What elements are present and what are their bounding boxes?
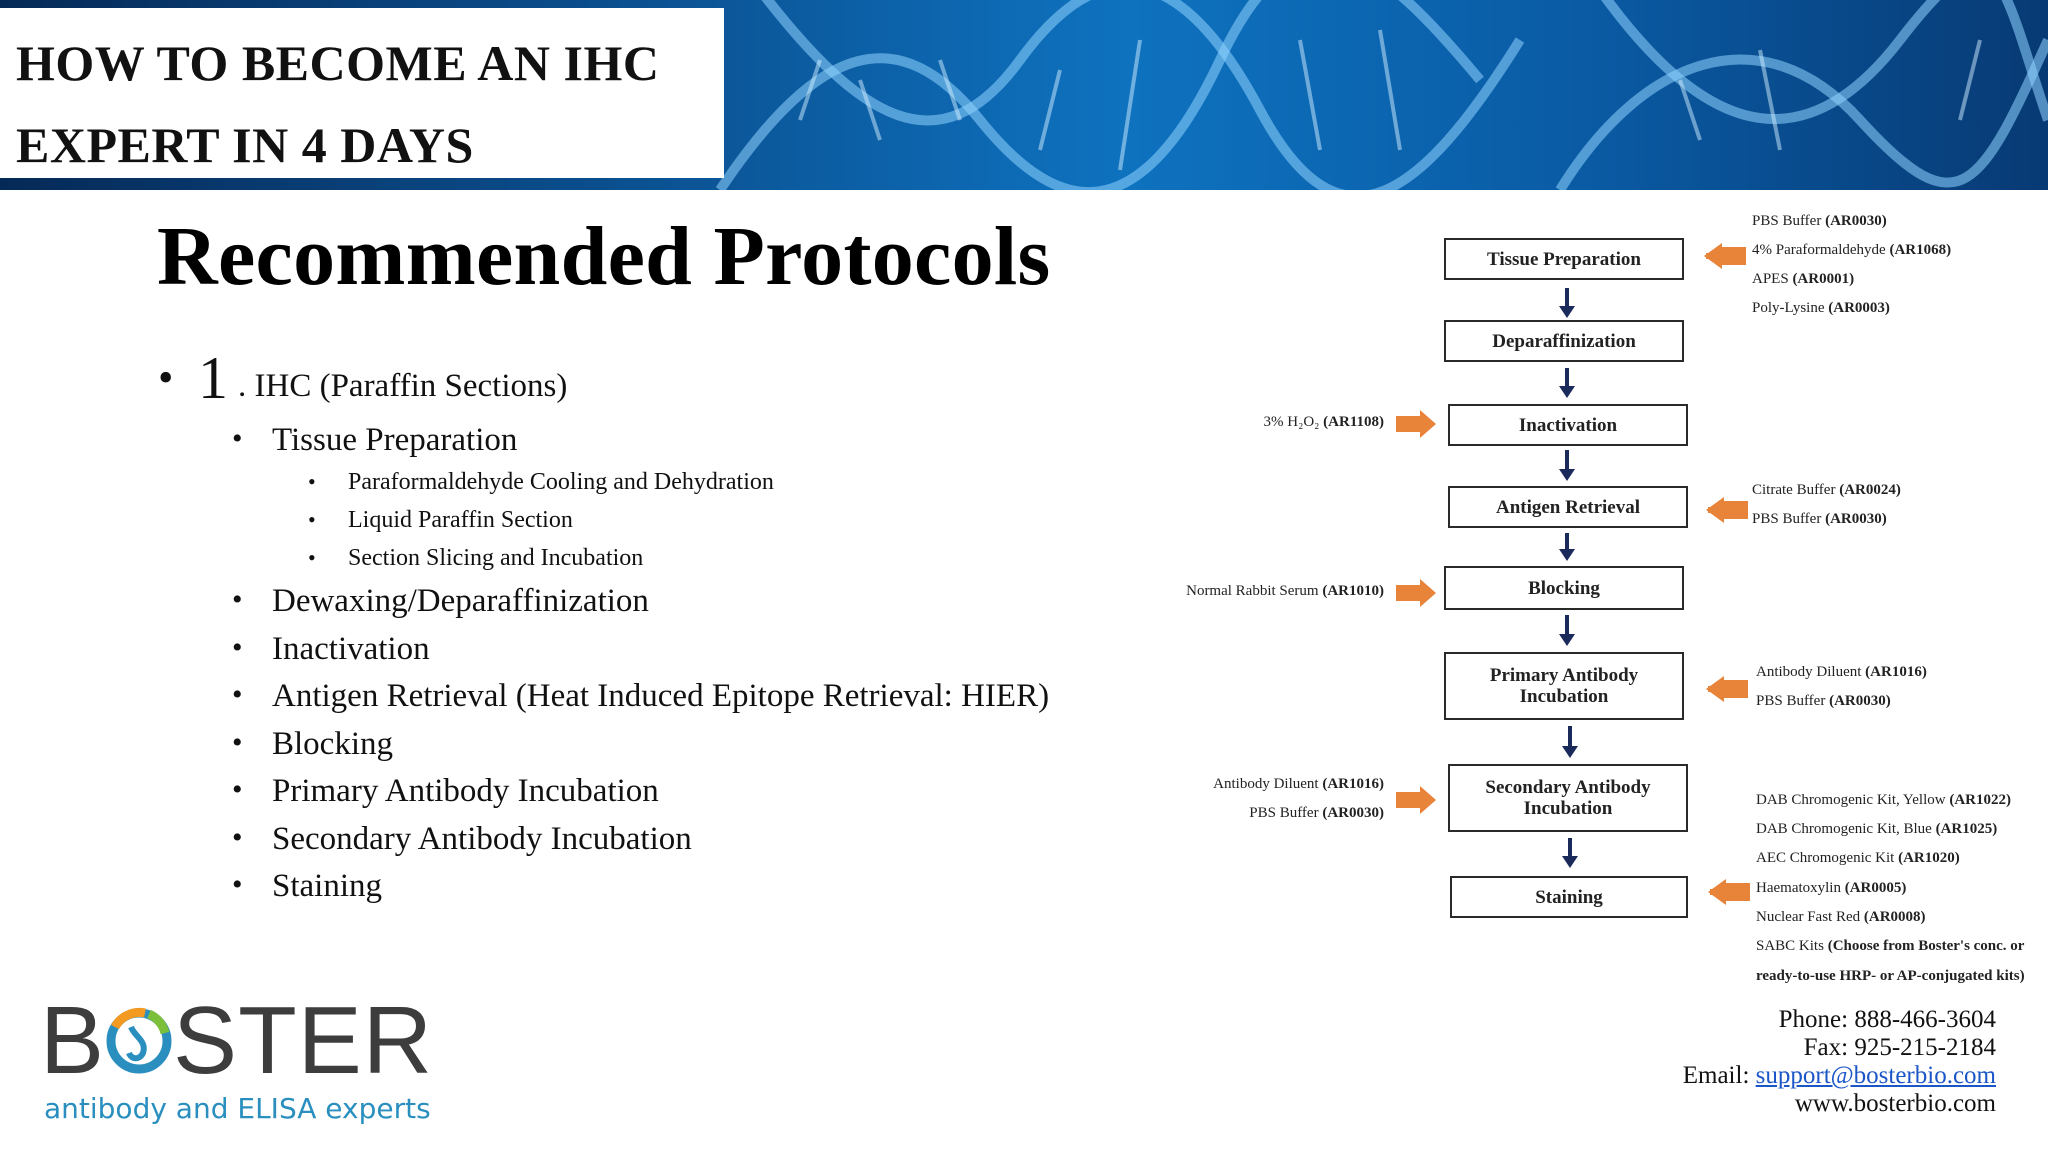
title-box: HOW TO BECOME AN IHC EXPERT IN 4 DAYS <box>0 8 724 178</box>
logo-letter-b: B <box>40 987 106 1094</box>
outline-item-label: Antigen Retrieval (Heat Induced Epitope … <box>272 678 1050 714</box>
bullet: • <box>232 726 243 759</box>
outline-item-label: Tissue Preparation <box>272 422 518 458</box>
flow-step-primary-antibody: Primary Antibody Incubation <box>1444 652 1684 720</box>
contact-fax: Fax: 925-215-2184 <box>1803 1034 1996 1061</box>
reagent-label: PBS Buffer (AR0030) <box>1249 805 1384 821</box>
banner-title-line-2: EXPERT IN 4 DAYS <box>16 117 474 173</box>
flow-step-staining: Staining <box>1450 876 1688 918</box>
reagent-label: Antibody Diluent (AR1016) <box>1756 664 1927 680</box>
reagent-label: DAB Chromogenic Kit, Yellow (AR1022) <box>1756 792 2011 808</box>
bullet: • <box>308 507 316 532</box>
flow-arrow-down-head <box>1559 634 1575 646</box>
flow-arrow-side <box>1396 410 1436 438</box>
outline-item-label: Blocking <box>272 726 393 762</box>
logo-letters-ster: STER <box>173 987 434 1094</box>
flow-arrow-down-head <box>1562 746 1578 758</box>
outline-item-label: Staining <box>272 868 383 904</box>
reagent-label: ready-to-use HRP- or AP-conjugated kits) <box>1756 968 2025 984</box>
flow-step-tissue-preparation: Tissue Preparation <box>1444 238 1684 280</box>
logo-wordmark: B STER <box>40 986 433 1096</box>
contact-email-label: Email: <box>1682 1062 1756 1089</box>
bullet: • <box>232 583 243 616</box>
contact-website: www.bosterbio.com <box>1794 1090 1996 1117</box>
reagent-label: Citrate Buffer (AR0024) <box>1752 482 1901 498</box>
slide-heading: Recommended Protocols <box>157 210 1051 303</box>
bullet: • <box>232 422 243 455</box>
outline-item-label: Secondary Antibody Incubation <box>272 821 692 857</box>
bullet: • <box>232 678 243 711</box>
flow-arrow-side <box>1396 786 1436 814</box>
reagent-label: PBS Buffer (AR0030) <box>1752 511 1887 527</box>
flow-arrow-side <box>1396 579 1436 607</box>
reagent-label: Haematoxylin (AR0005) <box>1756 880 1907 896</box>
bullet: • <box>232 868 243 901</box>
flow-arrow-down-head <box>1559 386 1575 398</box>
reagent-label: Antibody Diluent (AR1016) <box>1213 776 1384 792</box>
bullet: • <box>232 773 243 806</box>
flow-arrow-side <box>1708 879 1750 905</box>
reagent-label: PBS Buffer (AR0030) <box>1752 213 1887 229</box>
contact-email-link[interactable]: support@bosterbio.com <box>1755 1062 1996 1089</box>
flow-arrow-side <box>1706 676 1748 702</box>
logo-ring-icon <box>106 1008 172 1074</box>
flow-arrow-down-head <box>1559 306 1575 318</box>
reagent-label: AEC Chromogenic Kit (AR1020) <box>1756 850 1960 866</box>
flow-step-blocking: Blocking <box>1444 566 1684 610</box>
outline-item-label: Dewaxing/Deparaffinization <box>272 583 649 619</box>
flow-arrow-side <box>1704 243 1746 269</box>
contact-phone: Phone: 888-466-3604 <box>1778 1006 1996 1033</box>
reagent-label: 3% H₂O₂ (AR1108) <box>1263 414 1384 430</box>
bullet: • <box>232 631 243 664</box>
header-banner: HOW TO BECOME AN IHC EXPERT IN 4 DAYS <box>0 0 2048 190</box>
reagent-label: 4% Paraformaldehyde (AR1068) <box>1752 242 1952 258</box>
flow-step-secondary-antibody: Secondary Antibody Incubation <box>1448 764 1688 832</box>
bullet: • <box>308 545 316 570</box>
flow-step-inactivation: Inactivation <box>1448 404 1688 446</box>
logo-tagline: antibody and ELISA experts <box>44 1092 431 1125</box>
reagent-label: PBS Buffer (AR0030) <box>1756 693 1891 709</box>
bullet: • <box>308 469 316 494</box>
flow-step-antigen-retrieval: Antigen Retrieval <box>1448 486 1688 528</box>
bullet: • <box>158 353 174 402</box>
boster-logo: B STER antibody and ELISA experts <box>40 986 440 1126</box>
banner-title-line-1: HOW TO BECOME AN IHC <box>16 35 660 91</box>
section-title: . IHC (Paraffin Sections) <box>238 368 568 404</box>
flow-arrow-side <box>1706 497 1748 523</box>
reagent-label: Nuclear Fast Red (AR0008) <box>1756 909 1926 925</box>
reagent-label: SABC Kits (Choose from Boster's conc. or <box>1756 938 2025 954</box>
flow-step-deparaffinization: Deparaffinization <box>1444 320 1684 362</box>
reagent-label: DAB Chromogenic Kit, Blue (AR1025) <box>1756 821 1998 837</box>
outline-item-label: Primary Antibody Incubation <box>272 773 659 809</box>
dna-helix-graphic <box>715 0 2048 190</box>
contact-email-row: Email: support@bosterbio.com <box>1683 1062 1996 1090</box>
reagent-label: Normal Rabbit Serum (AR1010) <box>1186 583 1384 599</box>
reagent-label: APES (AR0001) <box>1752 271 1855 287</box>
outline-item-label: Inactivation <box>272 631 430 667</box>
flow-arrow-down-head <box>1559 469 1575 481</box>
outline-subitem-label: Liquid Paraffin Section <box>348 507 573 533</box>
bullet: • <box>232 821 243 854</box>
reagent-label: Poly-Lysine (AR0003) <box>1752 300 1890 316</box>
section-number: 1 <box>198 345 228 411</box>
flow-arrow-down-head <box>1559 549 1575 561</box>
flow-arrow-down-head <box>1562 856 1578 868</box>
contact-block: Phone: 888-466-3604 Fax: 925-215-2184 Em… <box>1683 1006 1996 1118</box>
outline-subitem-label: Paraformaldehyde Cooling and Dehydration <box>348 469 774 495</box>
outline-subitem-label: Section Slicing and Incubation <box>348 545 644 571</box>
